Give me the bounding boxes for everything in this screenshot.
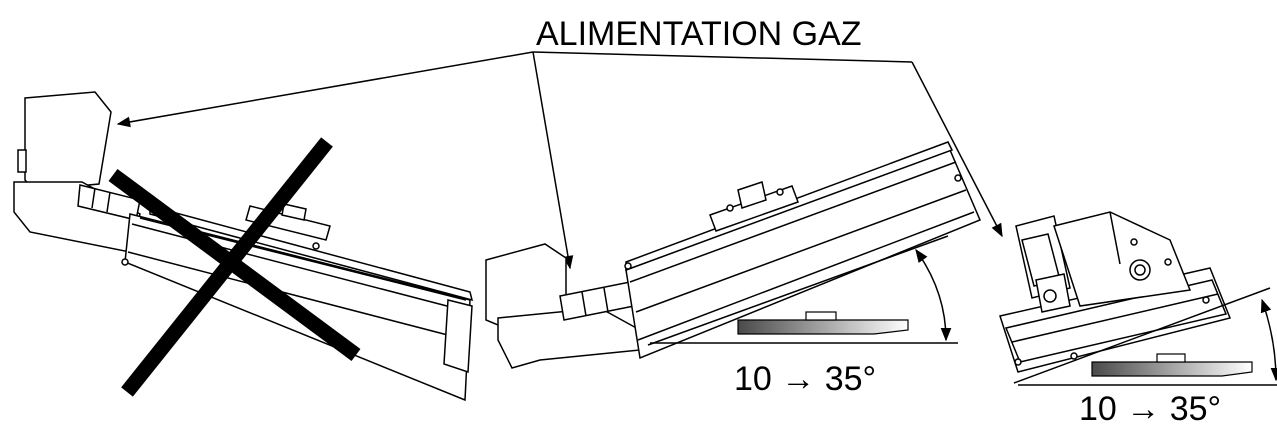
tilt-line xyxy=(1013,287,1271,384)
heater-view-side xyxy=(485,141,981,369)
heater-view-end xyxy=(999,211,1232,373)
angle-label-end: 10 → 35° xyxy=(1079,390,1221,427)
level-gauge-end xyxy=(1091,353,1253,377)
angle-indicator-end xyxy=(1013,287,1277,386)
angle-label-side: 10 → 35° xyxy=(734,360,876,398)
end-cap xyxy=(443,299,473,374)
tilt-line xyxy=(647,235,949,346)
leader-line-left xyxy=(116,51,534,128)
angle-arc xyxy=(1260,298,1277,382)
cross-stroke-2 xyxy=(121,137,333,397)
leader-line-upper xyxy=(532,51,913,63)
level-bubble xyxy=(805,311,837,321)
burner-housing xyxy=(1053,211,1192,307)
angle-arc xyxy=(915,248,952,342)
leader-line-right xyxy=(911,61,1003,238)
valve-fitting xyxy=(17,149,27,173)
callout-label: ALIMENTATION GAZ xyxy=(536,15,862,53)
level-bubble xyxy=(1156,353,1186,363)
gas-valve-box xyxy=(24,91,112,191)
level-gauge-side xyxy=(737,311,909,335)
leader-line-middle xyxy=(532,51,574,270)
angle-indicator-side xyxy=(647,235,958,346)
cross-out-mark xyxy=(108,137,361,397)
leader-lines xyxy=(116,51,1003,270)
